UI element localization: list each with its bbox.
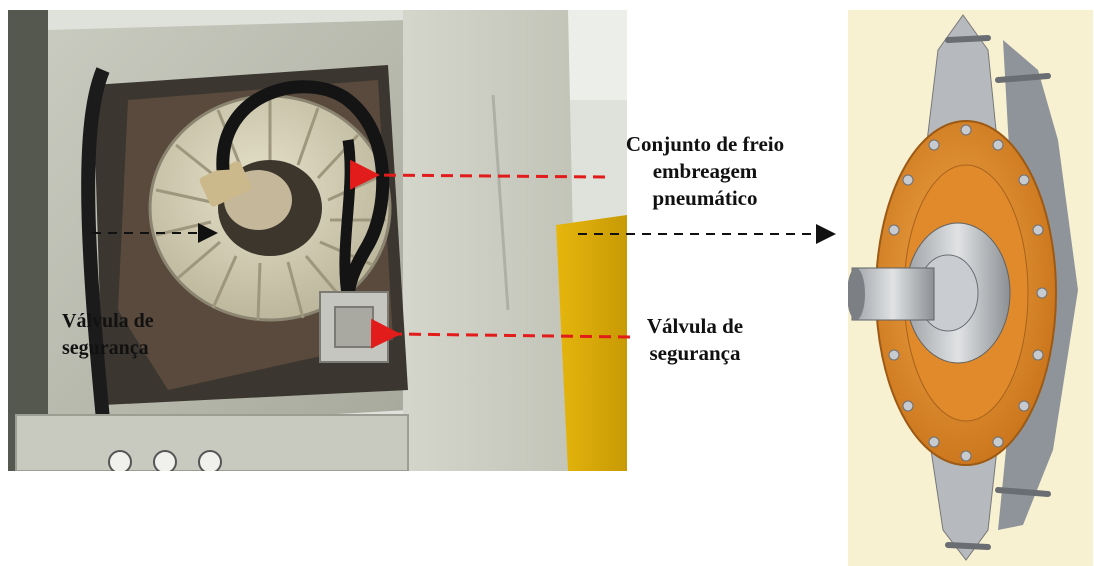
red-arrow-valve <box>370 318 631 349</box>
safety-valve-label-left: Válvula de segurança <box>62 310 154 359</box>
machine-photo <box>8 10 627 471</box>
brake-assembly-label: Conjunto de freio embreagem pneumático <box>625 132 785 210</box>
safety-valve-label-right: Válvula de segurança <box>646 314 744 365</box>
red-arrow-brake <box>349 159 606 190</box>
clutch-brake-3d-render <box>848 10 1093 566</box>
